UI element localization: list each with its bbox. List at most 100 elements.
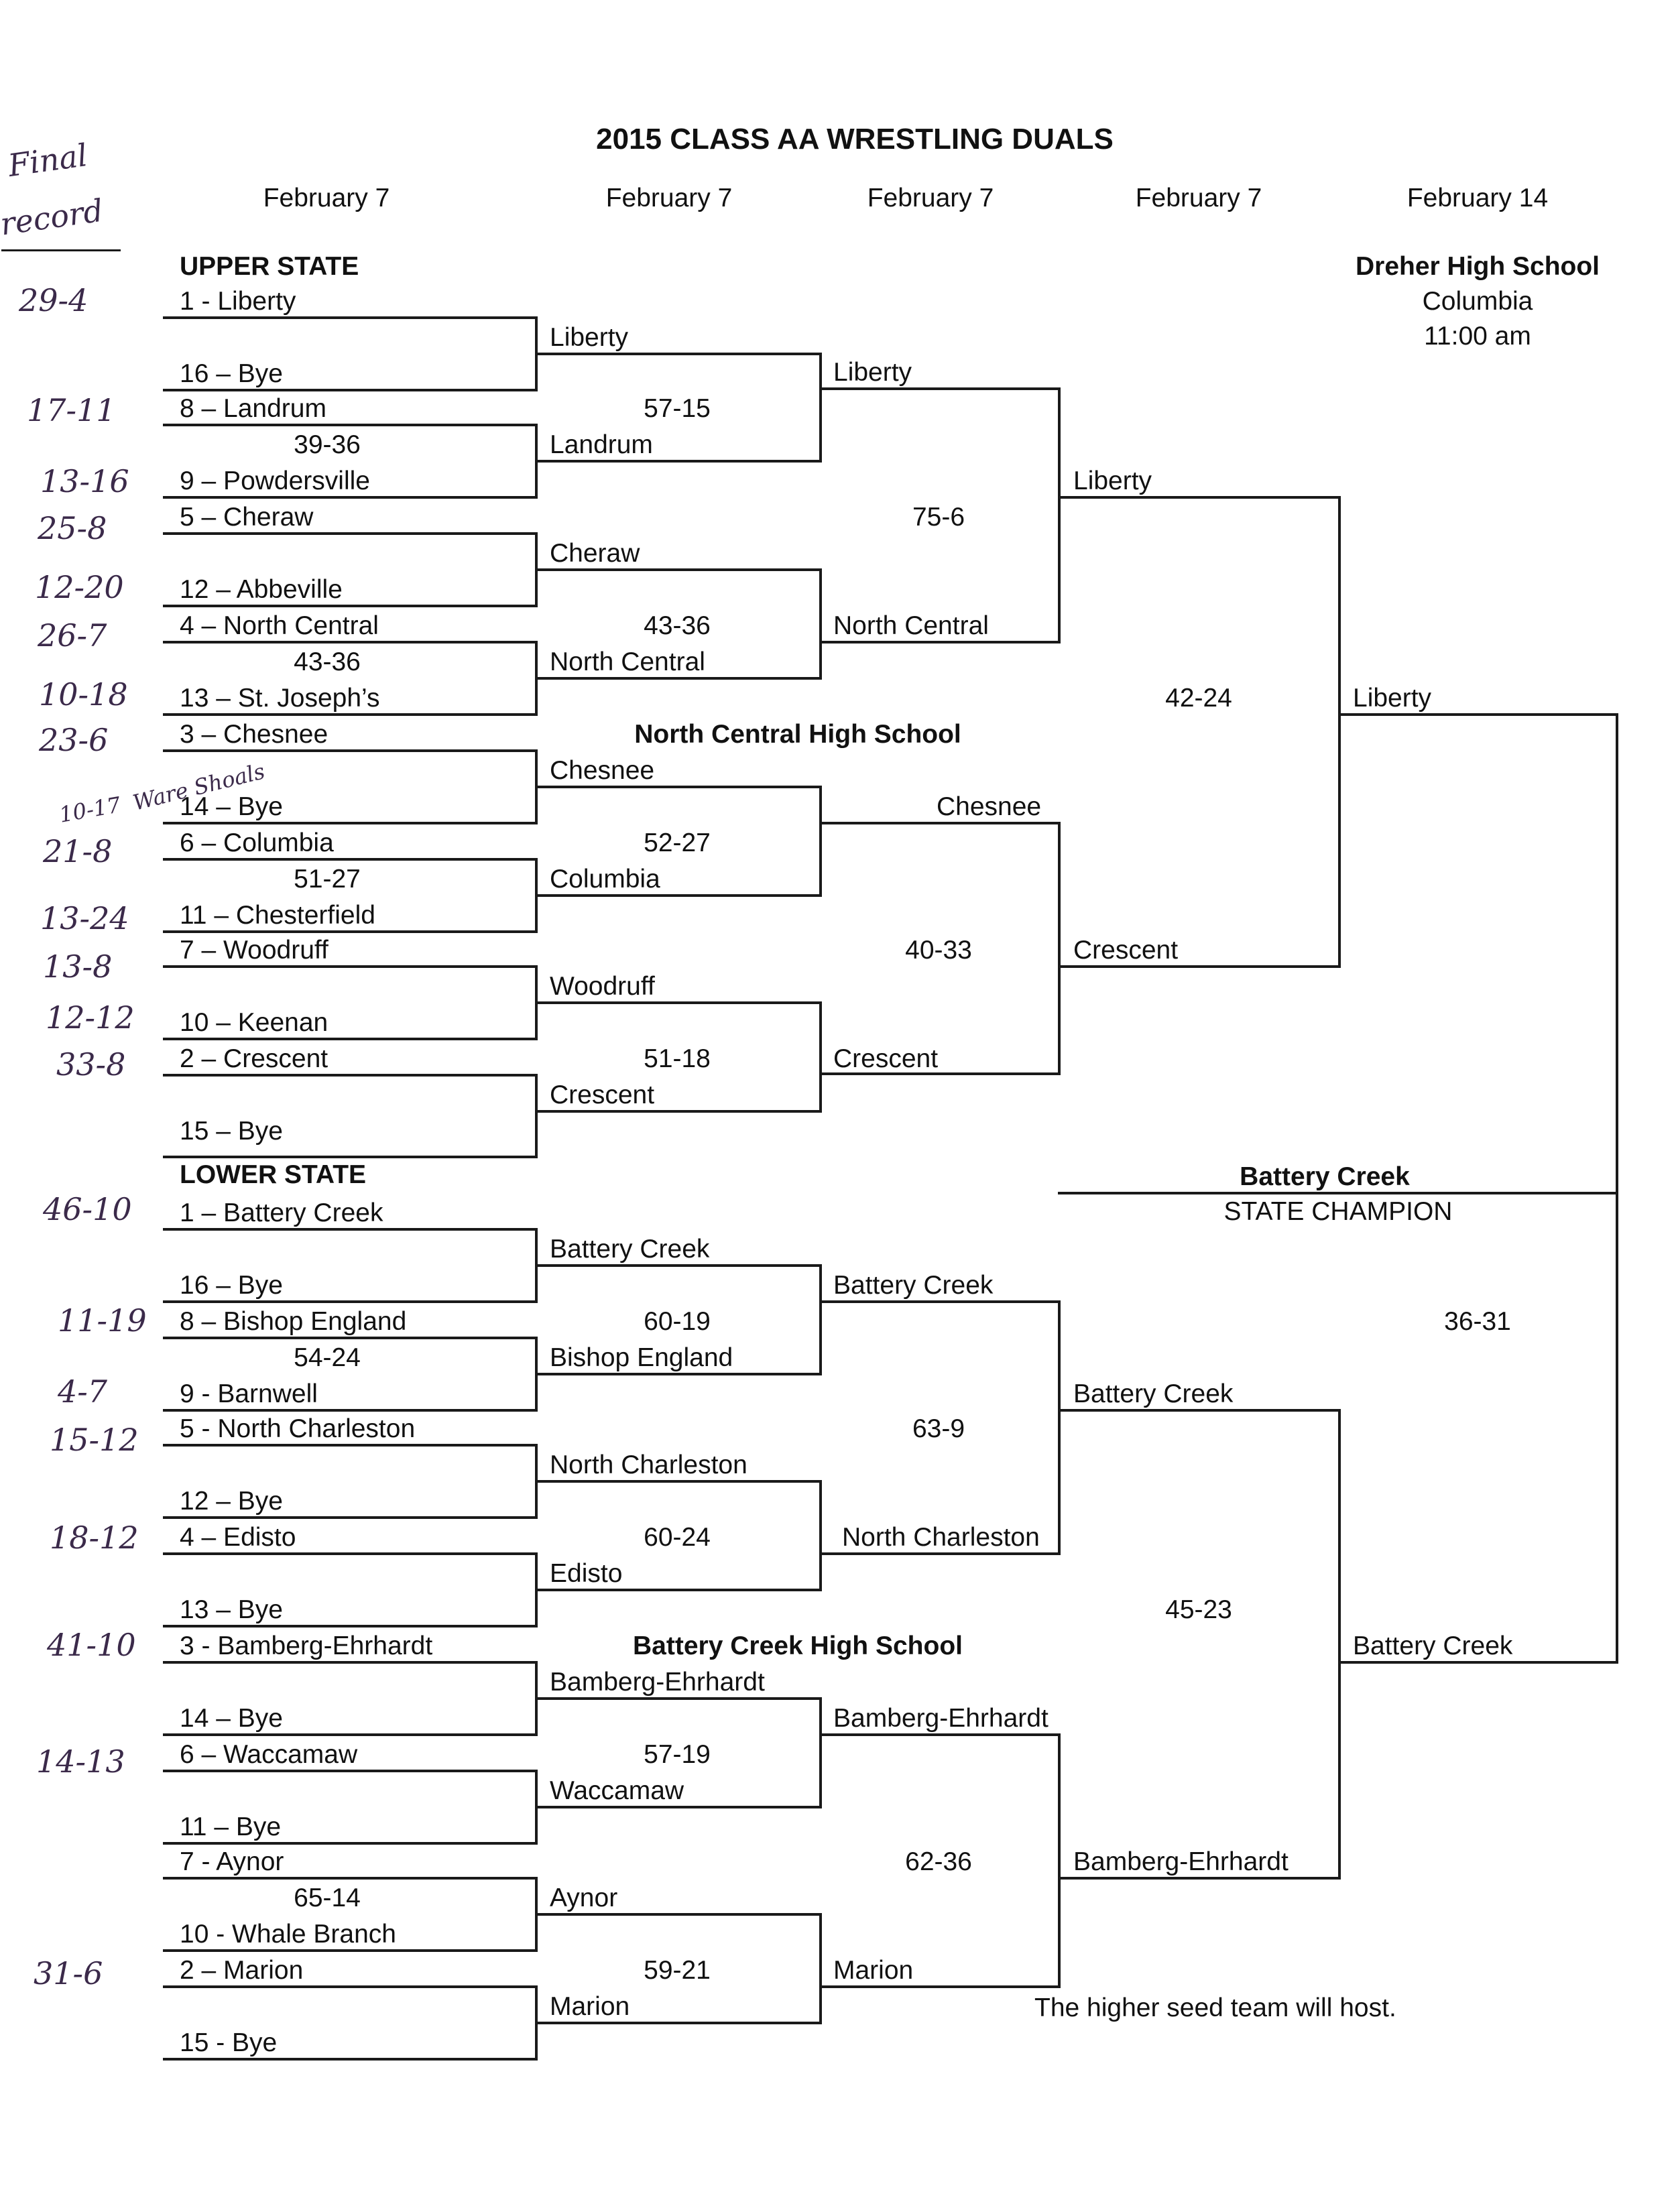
bracket-line <box>535 1697 821 1700</box>
bracket-line <box>163 749 536 752</box>
r3-score: 75-6 <box>912 503 965 532</box>
r3-lower-3: Bamberg-Ehrhardt <box>833 1704 1049 1733</box>
bracket-line <box>1616 713 1618 1664</box>
record-crescent: 33-8 <box>56 1046 126 1083</box>
bracket-line <box>1338 496 1341 968</box>
record-battery-creek: 46-10 <box>43 1191 132 1227</box>
r4-upper-1: Liberty <box>1073 467 1152 495</box>
bracket-line <box>163 389 536 391</box>
r2-score: 60-19 <box>644 1307 711 1336</box>
bracket-line <box>1338 713 1617 716</box>
bracket-line <box>819 786 822 897</box>
record-north-charleston: 15-12 <box>50 1422 139 1458</box>
r1-lower-13: 7 - Aynor <box>180 1847 284 1876</box>
date-round2: February 7 <box>605 184 733 212</box>
upper-state-label: UPPER STATE <box>180 252 359 281</box>
bracket-line <box>819 1985 1059 1988</box>
r1-upper-16: 15 – Bye <box>180 1117 283 1146</box>
record-landrum: 17-11 <box>27 392 116 428</box>
bracket-line <box>163 822 536 824</box>
bracket-line <box>819 1001 822 1113</box>
bracket-line <box>535 2022 821 2024</box>
record-st-josephs: 10-18 <box>39 676 128 713</box>
r3-lower-2: North Charleston <box>842 1523 1040 1552</box>
r1-lower-1: 1 – Battery Creek <box>180 1199 383 1227</box>
champion-label: STATE CHAMPION <box>1223 1197 1453 1226</box>
r3-lower-1: Battery Creek <box>833 1271 994 1300</box>
bracket-line <box>819 1300 1059 1303</box>
record-cheraw: 25-8 <box>38 510 107 546</box>
r3-score: 63-9 <box>912 1414 965 1443</box>
r3-upper-2: North Central <box>833 611 989 640</box>
r2-upper-2: Landrum <box>550 430 653 459</box>
record-bye-14: 10-17 <box>57 792 123 828</box>
r2-upper-7: Woodruff <box>550 972 655 1001</box>
bracket-line <box>535 1806 821 1808</box>
bracket-line <box>163 1337 536 1339</box>
r1-score: 51-27 <box>294 865 361 894</box>
record-north-central: 26-7 <box>38 617 107 654</box>
bracket-line <box>819 1913 822 2024</box>
r1-lower-8: 13 – Bye <box>180 1595 283 1624</box>
r1-lower-7: 4 – Edisto <box>180 1523 296 1552</box>
bracket-line <box>819 568 822 680</box>
bracket-line <box>819 1264 822 1375</box>
r1-lower-16: 15 - Bye <box>180 2028 278 2057</box>
r2-score: 60-24 <box>644 1523 711 1552</box>
bracket-line <box>163 1516 536 1519</box>
record-powdersville: 13-16 <box>40 463 129 499</box>
bracket-line <box>535 1264 821 1267</box>
bracket-line <box>163 930 536 933</box>
page-title: 2015 CLASS AA WRESTLING DUALS <box>596 123 1114 156</box>
bracket-line <box>163 605 536 607</box>
bracket-line <box>163 1842 536 1845</box>
bracket-line <box>535 460 821 463</box>
r1-score: 43-36 <box>294 648 361 676</box>
r2-upper-6: Columbia <box>550 865 660 894</box>
bracket-line <box>1058 387 1061 643</box>
r2-score: 57-19 <box>644 1740 711 1769</box>
record-columbia: 21-8 <box>43 833 113 869</box>
bracket-line <box>163 1770 536 1772</box>
r1-lower-14: 10 - Whale Branch <box>180 1920 396 1949</box>
bracket-line <box>163 1552 536 1555</box>
bracket-line <box>535 1480 821 1483</box>
record-liberty: 29-4 <box>19 282 88 318</box>
host-site-upper: North Central High School <box>634 720 961 749</box>
bracket-line <box>819 641 1059 643</box>
bracket-line <box>819 1072 1059 1075</box>
bracket-line <box>1058 1733 1061 1988</box>
r1-upper-12: 11 – Chesterfield <box>180 901 375 930</box>
r1-upper-2: 16 – Bye <box>180 359 283 388</box>
bracket-line <box>163 1300 536 1303</box>
r1-upper-8: 13 – St. Joseph’s <box>180 684 380 713</box>
record-waccamaw: 14-13 <box>36 1743 125 1780</box>
lower-state-label: LOWER STATE <box>180 1160 367 1189</box>
r2-score: 51-18 <box>644 1044 711 1073</box>
champion-name: Battery Creek <box>1240 1162 1410 1191</box>
bracket-line <box>535 786 821 788</box>
bracket-line <box>819 1733 1059 1736</box>
r2-score: 57-15 <box>644 394 711 423</box>
date-round3: February 7 <box>867 184 994 212</box>
r1-lower-11: 6 – Waccamaw <box>180 1740 358 1769</box>
bracket-line <box>535 1589 821 1591</box>
bracket-line <box>535 568 821 571</box>
r2-upper-4: North Central <box>550 648 705 676</box>
r1-score: 65-14 <box>294 1884 361 1912</box>
r1-upper-9: 3 – Chesnee <box>180 720 328 749</box>
bracket-line <box>163 1625 536 1627</box>
r2-upper-8: Crescent <box>550 1081 655 1109</box>
bracket-line <box>1058 965 1339 968</box>
r2-lower-1: Battery Creek <box>550 1235 710 1264</box>
bracket-line <box>163 1877 536 1880</box>
bracket-line <box>819 822 1059 824</box>
r2-upper-3: Cheraw <box>550 539 640 568</box>
record-woodruff: 13-8 <box>43 948 113 985</box>
r4-upper-2: Crescent <box>1073 936 1179 965</box>
bracket-line <box>535 353 821 355</box>
r2-lower-6: Waccamaw <box>550 1776 684 1805</box>
bracket-line <box>535 1074 538 1158</box>
bracket-line <box>163 2058 536 2061</box>
